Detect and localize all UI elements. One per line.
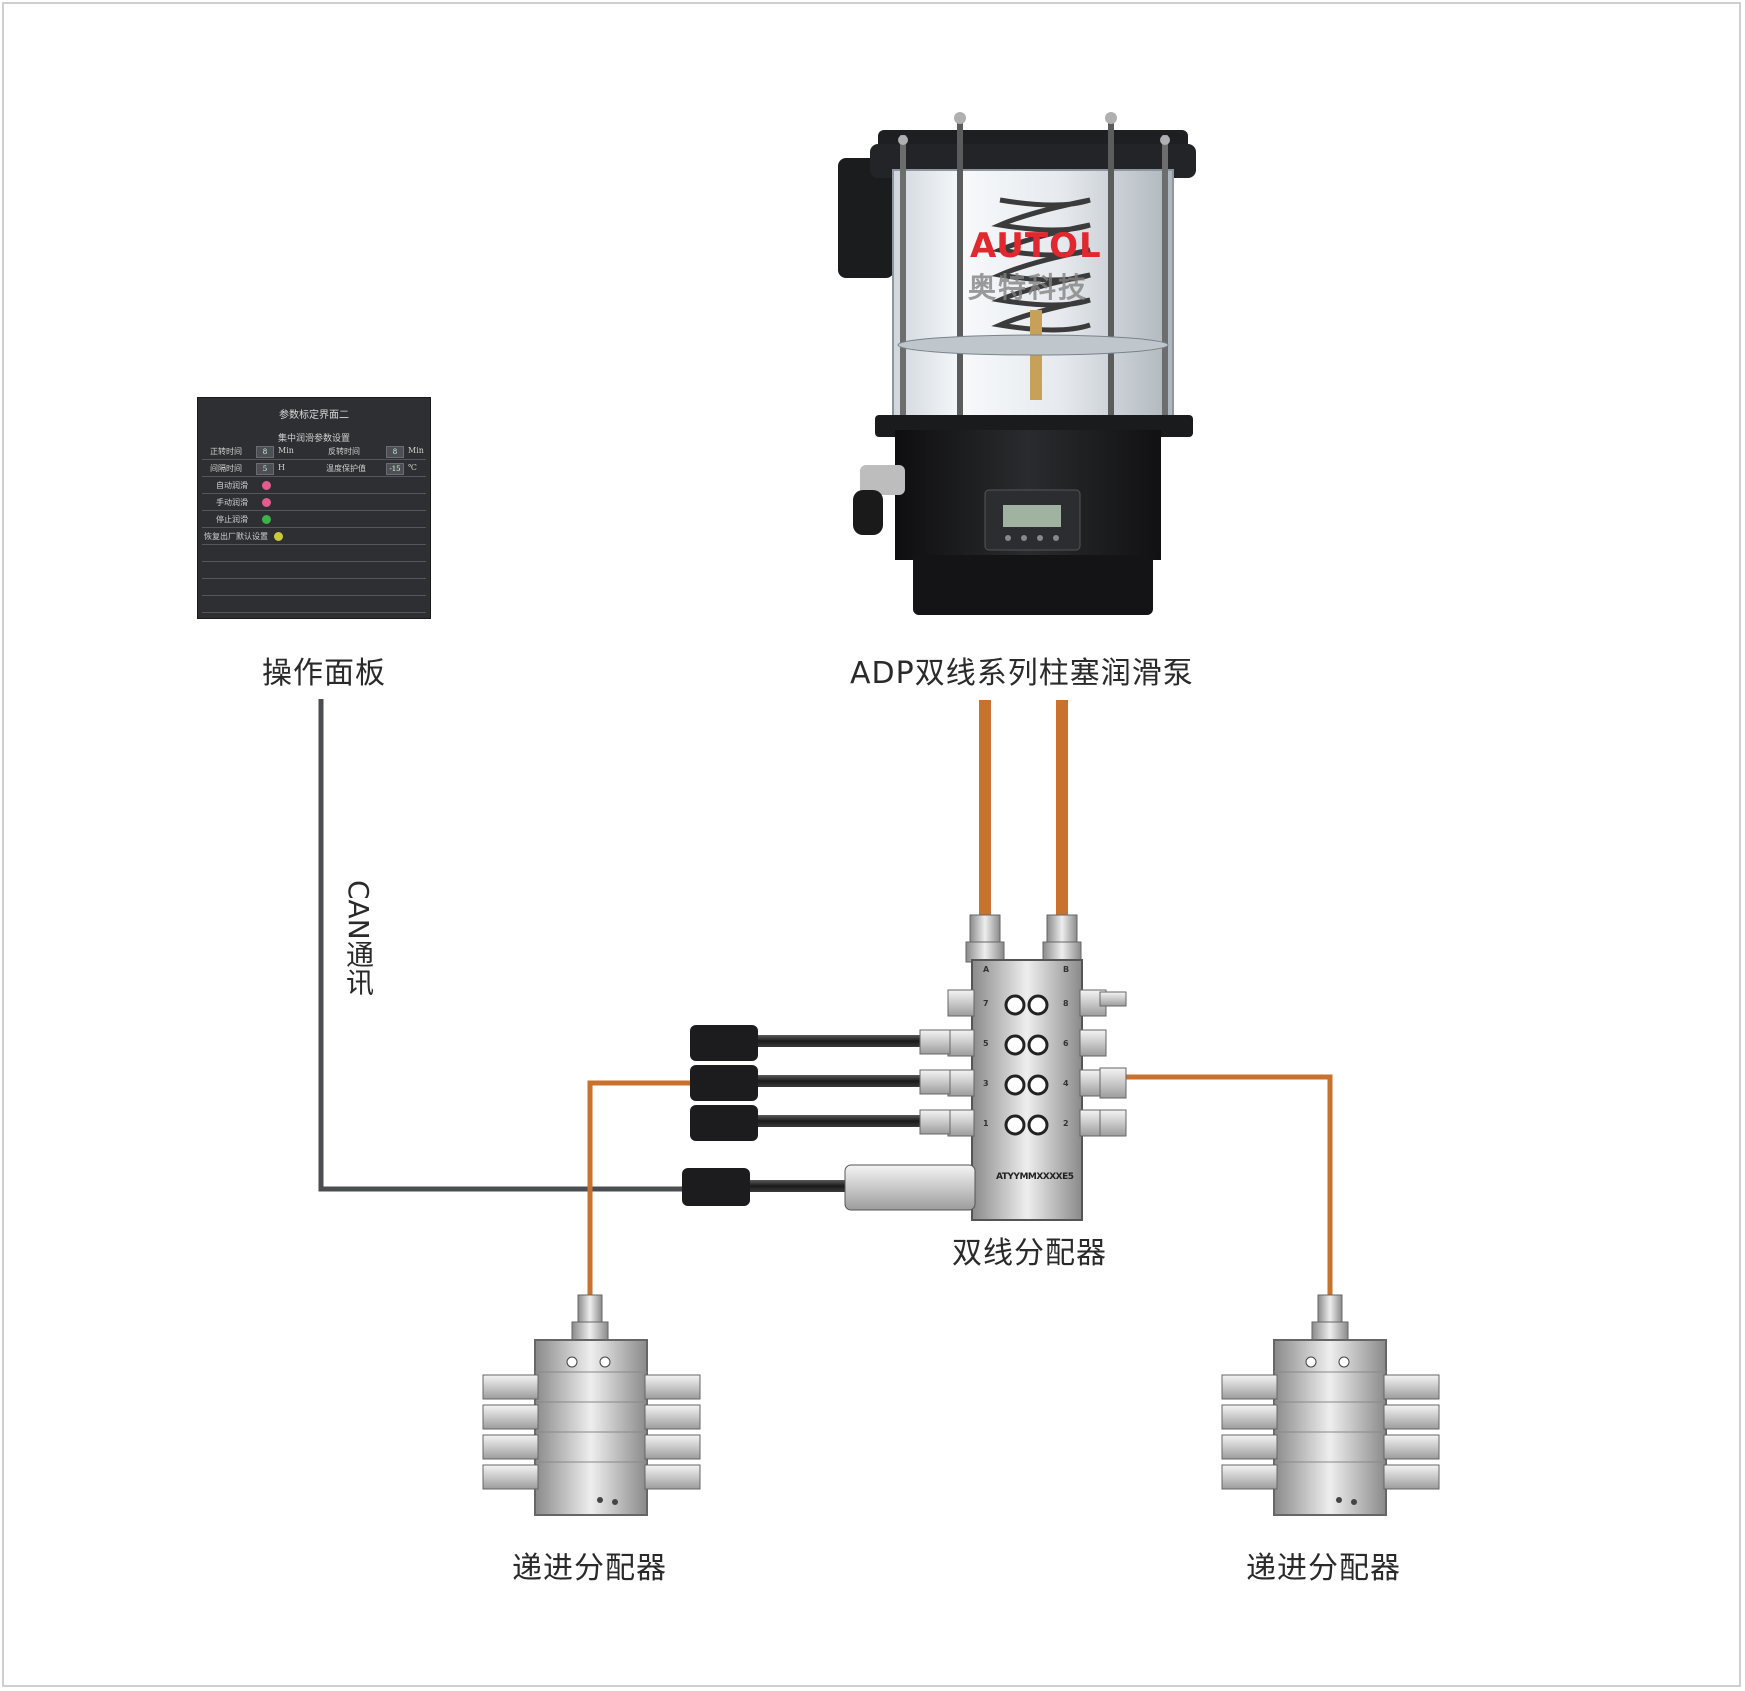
pump-brand: AUTOL xyxy=(970,226,1102,266)
panel-row: 自动润滑 xyxy=(202,478,426,494)
factory-reset-indicator[interactable] xyxy=(274,532,283,541)
can-communication-label: CAN通讯 xyxy=(342,880,375,996)
operation-panel-screen: 参数标定界面二 集中润滑参数设置 正转时间 8 Min 反转时间 8 Min 间… xyxy=(197,397,431,619)
port-2-label: 2 xyxy=(1063,1119,1069,1128)
row-label: 自动润滑 xyxy=(216,481,248,490)
dual-distributor-label: 双线分配器 xyxy=(952,1236,1107,1271)
panel-screen-subtitle: 集中润滑参数设置 xyxy=(277,434,350,444)
progressive-distributor-right-shape xyxy=(1221,1294,1440,1516)
panel-row-empty xyxy=(202,597,426,613)
progressive-distributor-left-shape xyxy=(482,1294,701,1516)
panel-row-empty xyxy=(202,546,426,562)
port-5-label: 5 xyxy=(983,1039,989,1048)
port-1-label: 1 xyxy=(983,1119,989,1128)
port-a-label: A xyxy=(983,965,990,974)
row-value[interactable]: 5 xyxy=(256,463,274,475)
row-label: 停止润滑 xyxy=(216,515,248,524)
port-b-label: B xyxy=(1063,965,1070,974)
panel-row: 正转时间 8 Min 反转时间 8 Min xyxy=(202,444,426,460)
progressive-distributor-right-label: 递进分配器 xyxy=(1246,1551,1401,1586)
row-label2: 反转时间 xyxy=(328,447,360,456)
panel-row: 停止润滑 xyxy=(202,512,426,528)
stop-lube-indicator[interactable] xyxy=(262,515,271,524)
panel-row-empty xyxy=(202,580,426,596)
progressive-distributor-left-label: 递进分配器 xyxy=(512,1551,667,1586)
row-value2[interactable]: -15 xyxy=(386,463,404,475)
row-unit2: Min xyxy=(408,446,424,455)
port-3-label: 3 xyxy=(983,1079,989,1088)
manual-lube-indicator[interactable] xyxy=(262,498,271,507)
feed-line-right xyxy=(1110,1074,1333,1300)
panel-row-empty xyxy=(202,563,426,579)
panel-row: 手动润滑 xyxy=(202,495,426,511)
row-label: 正转时间 xyxy=(210,447,242,456)
row-label2: 温度保护值 xyxy=(326,464,366,473)
can-cable xyxy=(318,699,690,1192)
distributor-model: ATYYMMXXXXE5 xyxy=(996,1172,1074,1182)
row-unit: H xyxy=(278,463,285,472)
panel-screen-title: 参数标定界面二 xyxy=(279,410,349,421)
pump-label: ADP双线系列柱塞润滑泵 xyxy=(850,656,1194,691)
row-unit: Min xyxy=(278,446,294,455)
row-value2[interactable]: 8 xyxy=(386,446,404,458)
row-label: 间隔时间 xyxy=(210,464,242,473)
port-8-label: 8 xyxy=(1063,999,1069,1008)
row-label: 手动润滑 xyxy=(216,498,248,507)
feed-line-left xyxy=(587,1080,700,1300)
operation-panel-label: 操作面板 xyxy=(262,656,386,691)
dual-line-distributor xyxy=(682,914,1127,1221)
auto-lube-indicator[interactable] xyxy=(262,481,271,490)
row-label: 恢复出厂默认设置 xyxy=(204,532,268,541)
lubrication-pump xyxy=(838,112,1196,615)
port-6-label: 6 xyxy=(1063,1039,1069,1048)
port-4-label: 4 xyxy=(1063,1079,1069,1088)
port-7-label: 7 xyxy=(983,999,989,1008)
row-value[interactable]: 8 xyxy=(256,446,274,458)
panel-row: 恢复出厂默认设置 xyxy=(202,529,426,545)
row-unit2: ℃ xyxy=(408,463,417,472)
pump-brand-cn: 奥特科技 xyxy=(968,271,1089,304)
panel-row: 间隔时间 5 H 温度保护值 -15 ℃ xyxy=(202,461,426,477)
